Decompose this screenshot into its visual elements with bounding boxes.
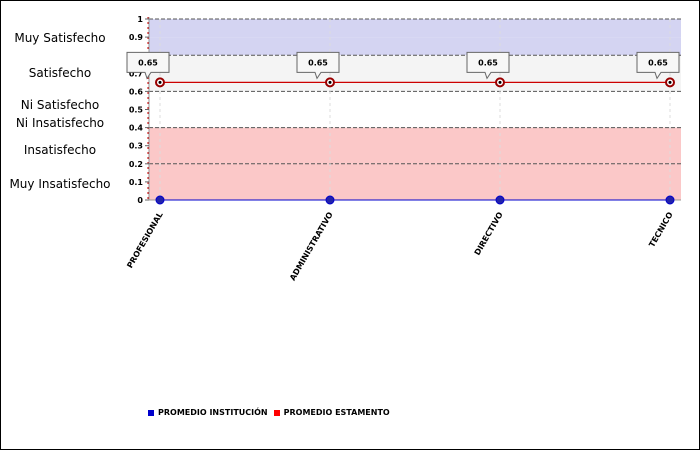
chart-legend: PROMEDIO INSTITUCIÓN PROMEDIO ESTAMENTO [148, 408, 390, 417]
legend-item-estamento: PROMEDIO ESTAMENTO [273, 408, 390, 417]
band-rect-4 [149, 127, 681, 164]
series-point-institucion [665, 195, 675, 205]
data-label-callout [636, 51, 680, 80]
series-point-estamento-center [328, 80, 332, 84]
band-label-insatisfecho: Insatisfecho [23, 143, 97, 157]
legend-swatch-estamento [273, 409, 280, 416]
band-label-satisfecho: Satisfecho [28, 66, 92, 80]
data-label: 0.65 [648, 58, 668, 67]
y-tick-label: 1 [137, 15, 143, 24]
y-tick-label: 0.3 [129, 142, 143, 151]
y-tick-label: 0.2 [129, 160, 143, 169]
y-tick-label: 0.9 [129, 33, 144, 42]
band-rect-1 [149, 37, 681, 56]
data-label-callout [296, 51, 340, 80]
data-label-callout [126, 51, 170, 80]
x-category-label: PROFESIONAL [125, 211, 164, 270]
legend-item-institucion: PROMEDIO INSTITUCIÓN [148, 408, 268, 417]
y-tick-label: 0.1 [129, 178, 144, 187]
series-point-estamento-center [158, 80, 162, 84]
series-point-estamento-center [668, 80, 672, 84]
legend-swatch-institucion [148, 409, 154, 416]
y-tick-label: 0.7 [129, 69, 143, 78]
y-tick-label: 0 [137, 196, 143, 205]
band-rect-3 [149, 91, 681, 128]
band-rect-0 [149, 19, 681, 38]
band-label-ni-satisfecho: Ni Satisfecho [20, 98, 100, 112]
series-point-estamento-center [498, 80, 502, 84]
legend-label-institucion: PROMEDIO INSTITUCIÓN [158, 408, 268, 417]
y-tick-label: 0.4 [129, 124, 144, 133]
band-label-muy-insatisfecho: Muy Insatisfecho [9, 177, 111, 191]
x-category-label: TECNICO [647, 210, 674, 249]
series-point-institucion [325, 195, 335, 205]
x-category-label: ADMINISTRATIVO [288, 210, 335, 282]
data-label: 0.65 [478, 58, 498, 67]
series-point-institucion [155, 195, 165, 205]
series-point-institucion [495, 195, 505, 205]
band-label-ni-insatisfecho: Ni Insatisfecho [15, 116, 105, 130]
y-tick-label: 0.6 [129, 87, 144, 96]
band-label-muy-satisfecho: Muy Satisfecho [14, 31, 106, 45]
data-label: 0.65 [138, 58, 158, 67]
x-category-label: DIRECTIVO [473, 210, 505, 257]
band-rect-5 [149, 163, 681, 200]
y-tick-label: 0.5 [129, 106, 144, 115]
data-label-callout [466, 51, 510, 80]
legend-label-estamento: PROMEDIO ESTAMENTO [283, 408, 390, 417]
band-rect-2 [149, 55, 681, 92]
data-label: 0.65 [308, 58, 328, 67]
